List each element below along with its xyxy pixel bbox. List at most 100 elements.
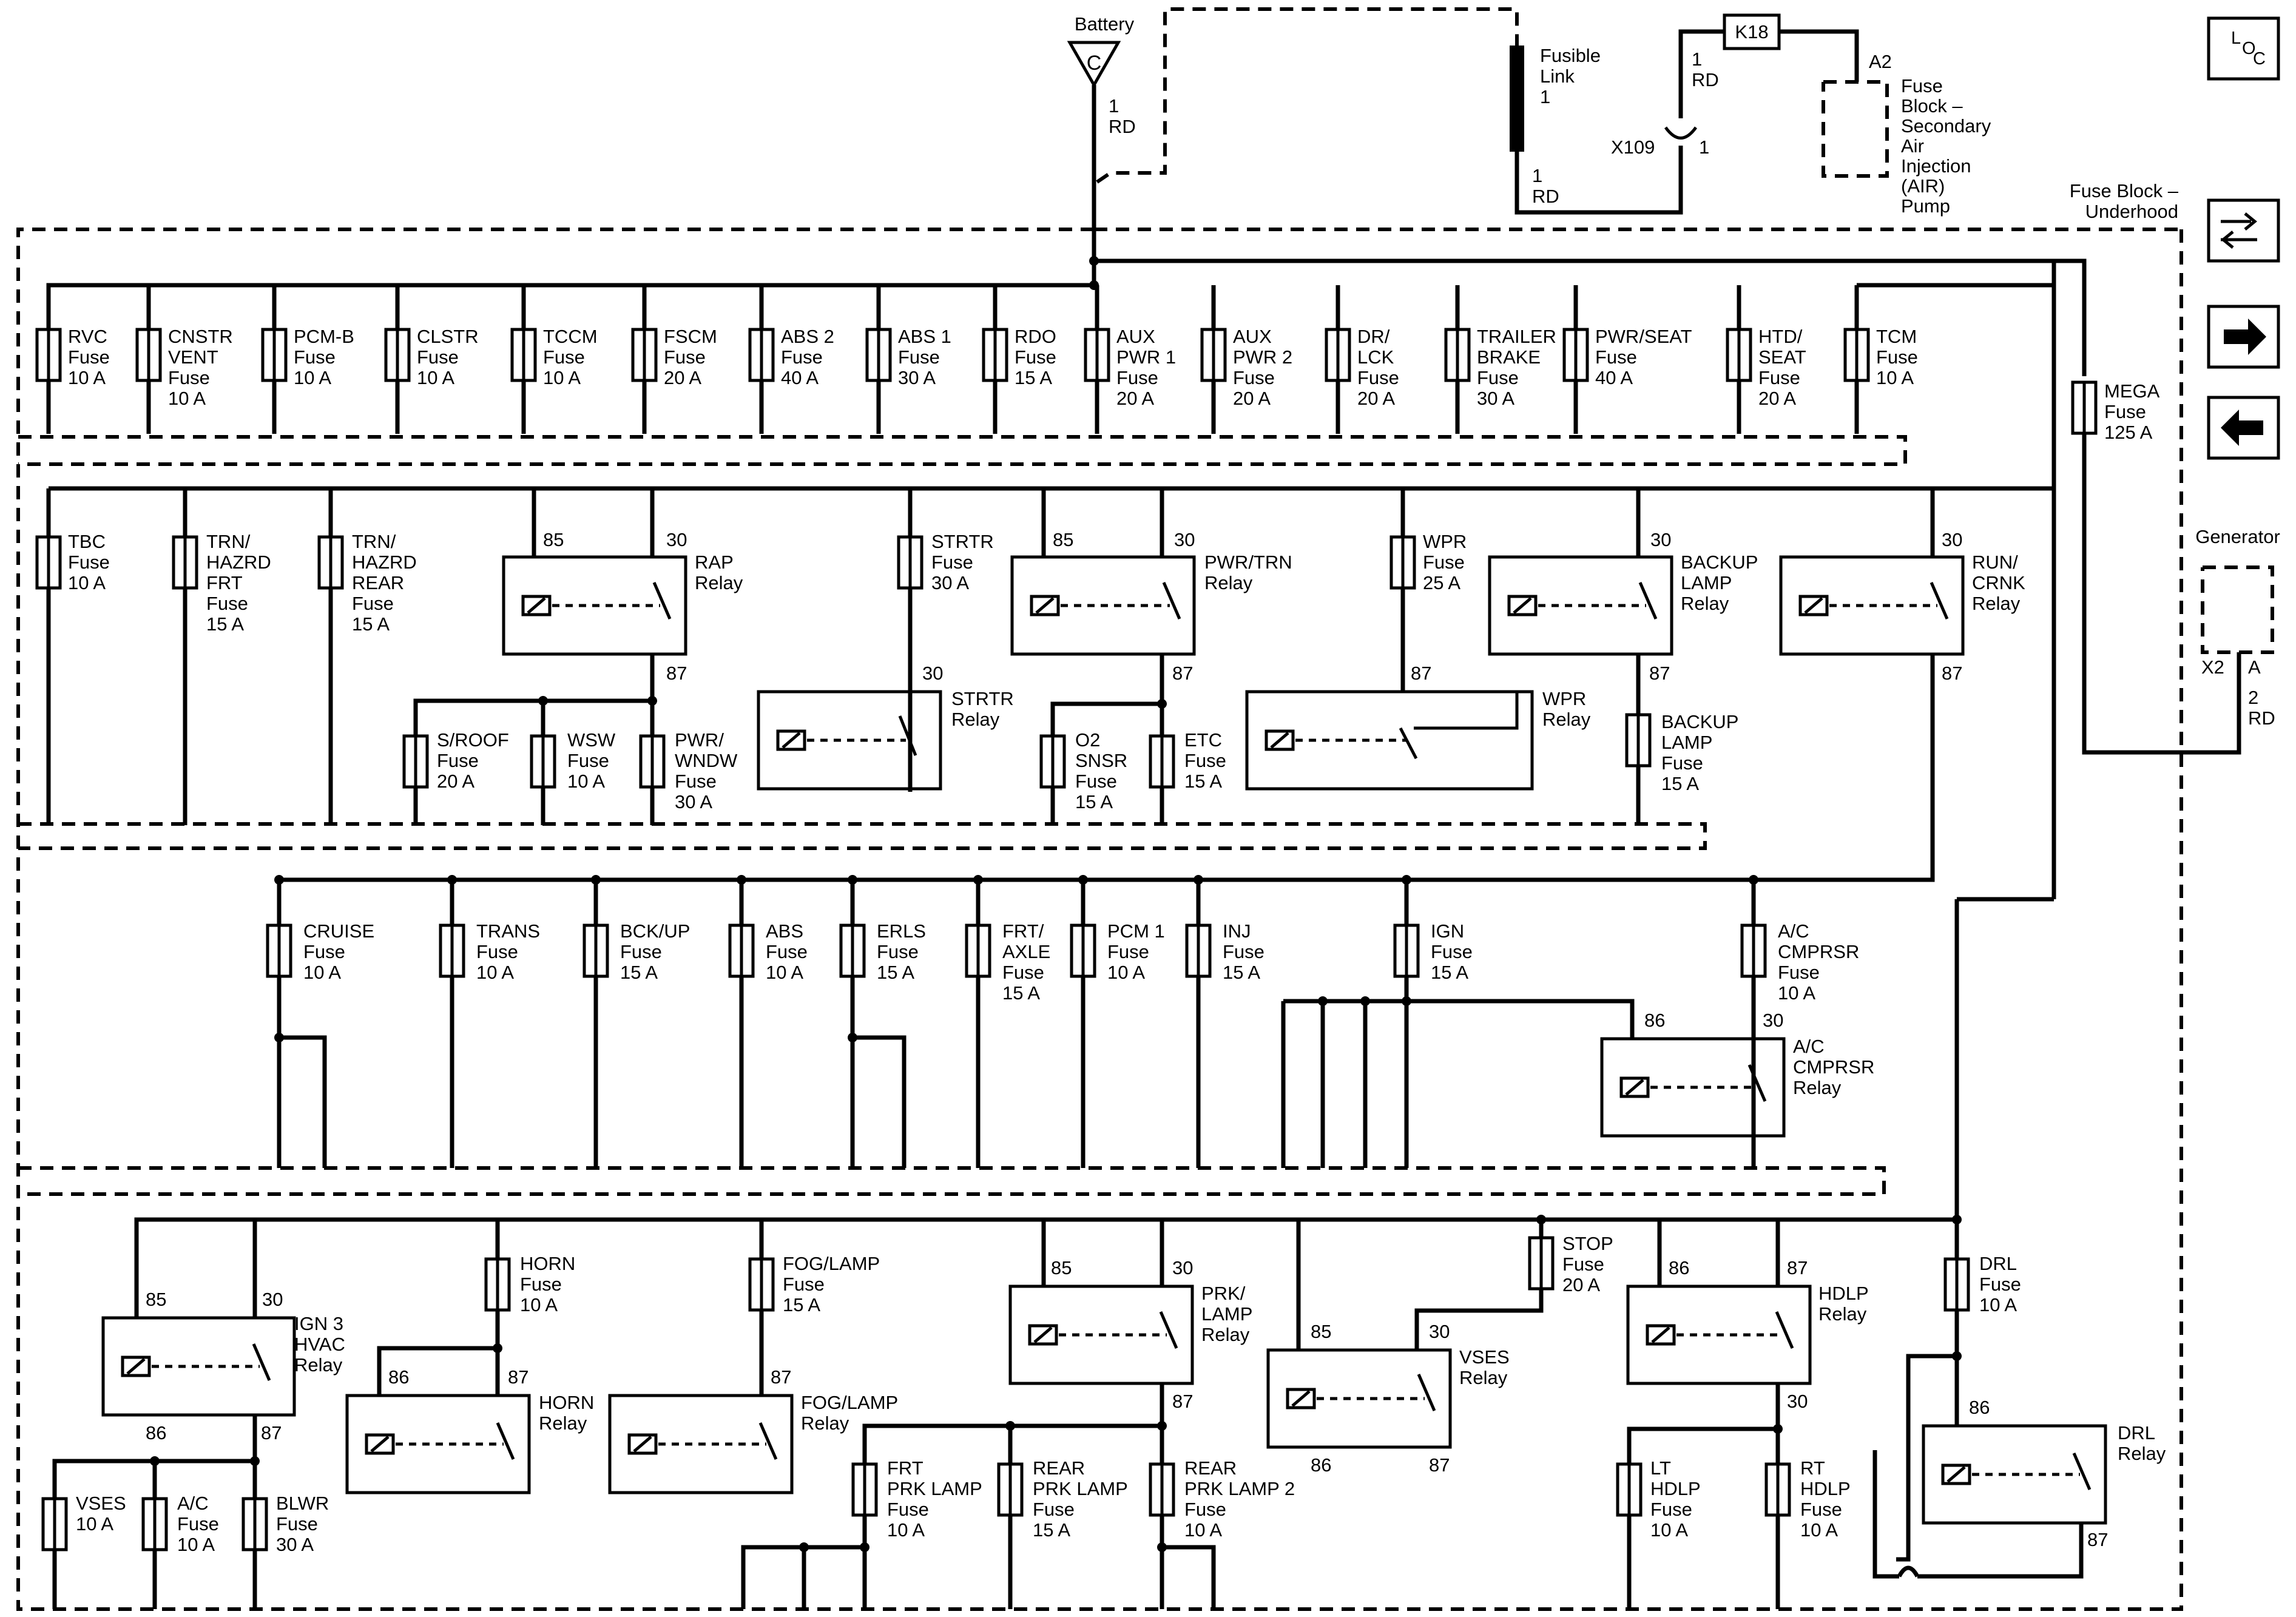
- fog-lamp-relay: [608, 1394, 794, 1494]
- row1-fuse-label-line: 20 A: [1233, 388, 1271, 409]
- wsw-label-line: WSW: [567, 729, 616, 751]
- pin-number: 85: [543, 529, 564, 550]
- splice-dot: [860, 1542, 869, 1552]
- row1-fuse-label-line: 20 A: [1357, 388, 1395, 409]
- row3-fuse-label-line: ABS: [766, 920, 803, 942]
- row3-fuse-label-line: 10 A: [476, 962, 514, 983]
- horn-relay: [345, 1394, 531, 1494]
- splice-dot: [1952, 1351, 1962, 1361]
- pin-number: 87: [261, 1422, 282, 1443]
- wire: [1283, 999, 1635, 1039]
- fog-fuse-label-line: 15 A: [783, 1294, 820, 1315]
- battery-symbol: [1067, 41, 1121, 89]
- air-pump-block-line: Air: [1901, 135, 1924, 157]
- ac-relay-label-line: Relay: [1793, 1077, 1842, 1098]
- splice-dot: [1157, 1421, 1167, 1431]
- row3-fuse-label-line: CMPRSR: [1778, 941, 1859, 962]
- rt-hdlp-label-line: Fuse: [1800, 1499, 1842, 1520]
- hdlp-relay-label-line: Relay: [1818, 1303, 1867, 1325]
- row3-fuse-label-line: BCK/UP: [620, 920, 690, 942]
- lt-hdlp-label-line: HDLP: [1650, 1478, 1701, 1499]
- relay-switch: [496, 1422, 515, 1460]
- wire: [1162, 1545, 1216, 1609]
- rear-prk2-label-line: REAR: [1184, 1457, 1237, 1479]
- row3-fuse-label-line: Fuse: [1431, 941, 1473, 962]
- vses-relay-label-line: VSES: [1459, 1346, 1510, 1368]
- wsw-label-line: 10 A: [567, 771, 605, 792]
- frt-prk-label-line: 10 A: [887, 1519, 925, 1541]
- arrow-left-icon: [2207, 396, 2280, 460]
- wire: [741, 1545, 865, 1609]
- strtr-fuse-label-line: 30 A: [931, 572, 969, 593]
- row1-fuse-label-line: TCCM: [543, 326, 598, 347]
- row3-fuse-label-line: Fuse: [1002, 962, 1044, 983]
- row1-fuse-label-line: Fuse: [1233, 367, 1275, 388]
- rear-prk-label-line: 15 A: [1033, 1519, 1070, 1541]
- row1-fuse-label-line: 40 A: [1595, 367, 1633, 388]
- air-pump-block-line: Secondary: [1901, 115, 1991, 137]
- row1-fuse-label-line: PCM-B: [294, 326, 354, 347]
- run-crnk-relay-label-line: RUN/: [1972, 552, 2018, 573]
- wpr-fuse-label-line: 25 A: [1423, 572, 1460, 593]
- relay-coil-mark: [1651, 1326, 1670, 1343]
- run-crnk-relay: [1779, 555, 1965, 656]
- row3-fuse-label-line: 15 A: [620, 962, 658, 983]
- ac-fuse-label-line: Fuse: [177, 1513, 219, 1534]
- rear-prk-label-line: Fuse: [1033, 1499, 1075, 1520]
- row1-fuse-label-line: Fuse: [1015, 346, 1056, 368]
- k18-wire-line: RD: [1692, 69, 1719, 90]
- trn-frt-label-line: HAZRD: [206, 552, 271, 573]
- generator-pin-x2: X2: [2201, 657, 2224, 678]
- lt-hdlp-label-line: LT: [1650, 1457, 1671, 1479]
- prk-relay-label-line: Relay: [1201, 1324, 1250, 1345]
- relay-coil-mark: [527, 597, 546, 614]
- row1-fuse-label-line: Fuse: [68, 346, 110, 368]
- pin-number: 87: [1942, 663, 1962, 684]
- air-pump-block-line: Injection: [1901, 155, 1971, 177]
- vses-fuse-label-line: VSES: [76, 1493, 126, 1514]
- dashed-boundary: [2201, 565, 2274, 654]
- k18-wire-line: 1: [1692, 49, 1702, 70]
- pwr-wndw-label-line: Fuse: [675, 771, 717, 792]
- ac-cmprsr-relay: [1600, 1037, 1786, 1138]
- dashed-boundary: [18, 1166, 1886, 1196]
- row3-fuse-label-line: PCM 1: [1107, 920, 1165, 942]
- rear-prk-label-line: PRK LAMP: [1033, 1478, 1128, 1499]
- relay-switch: [252, 1343, 271, 1381]
- o2-label-line: 15 A: [1075, 791, 1113, 812]
- wire: [1917, 1523, 2084, 1579]
- o2-label-line: SNSR: [1075, 750, 1127, 771]
- prk-relay-label-line: LAMP: [1201, 1303, 1252, 1325]
- air-pump-block-line: Pump: [1901, 195, 1950, 217]
- row3-fuse-label-line: Fuse: [877, 941, 919, 962]
- strtr-relay-label-line: Relay: [951, 709, 1000, 730]
- row1-fuse-label-line: 15 A: [1015, 367, 1052, 388]
- vses-relay-label-line: Relay: [1459, 1367, 1508, 1388]
- arrow-right-icon: [2207, 305, 2280, 369]
- row3-fuse-label-line: 10 A: [1778, 982, 1815, 1004]
- relay-switch: [1417, 1374, 1436, 1411]
- vses-fuse-label-line: 10 A: [76, 1513, 113, 1534]
- horn-relay-label-line: Relay: [539, 1413, 587, 1434]
- relay-switch: [1162, 582, 1181, 619]
- row1-fuse-label-line: CNSTR: [168, 326, 233, 347]
- dashed-boundary: [1822, 80, 1889, 178]
- row1-fuse-label-line: PWR 2: [1233, 346, 1292, 368]
- tbc-fuse-label-line: TBC: [68, 531, 106, 552]
- wire: [1094, 258, 2087, 376]
- drl-fuse-label-line: 10 A: [1979, 1294, 2017, 1315]
- backup-relay-label-line: BACKUP: [1681, 552, 1758, 573]
- relay-coil-mark: [1270, 732, 1289, 749]
- wpr-relay-label-line: WPR: [1542, 688, 1586, 709]
- x109-label: X109: [1611, 137, 1655, 158]
- strtr-relay: [757, 690, 942, 791]
- strtr-fuse-label-line: STRTR: [931, 531, 994, 552]
- wire-crossover: [1897, 1565, 1920, 1578]
- rear-prk-label-line: REAR: [1033, 1457, 1085, 1479]
- wire: [1779, 29, 1859, 82]
- components: [35, 13, 2280, 1551]
- row1-fuse-label-line: TCM: [1876, 326, 1917, 347]
- splice-dot: [973, 875, 983, 885]
- relay-coil-mark: [1513, 597, 1532, 614]
